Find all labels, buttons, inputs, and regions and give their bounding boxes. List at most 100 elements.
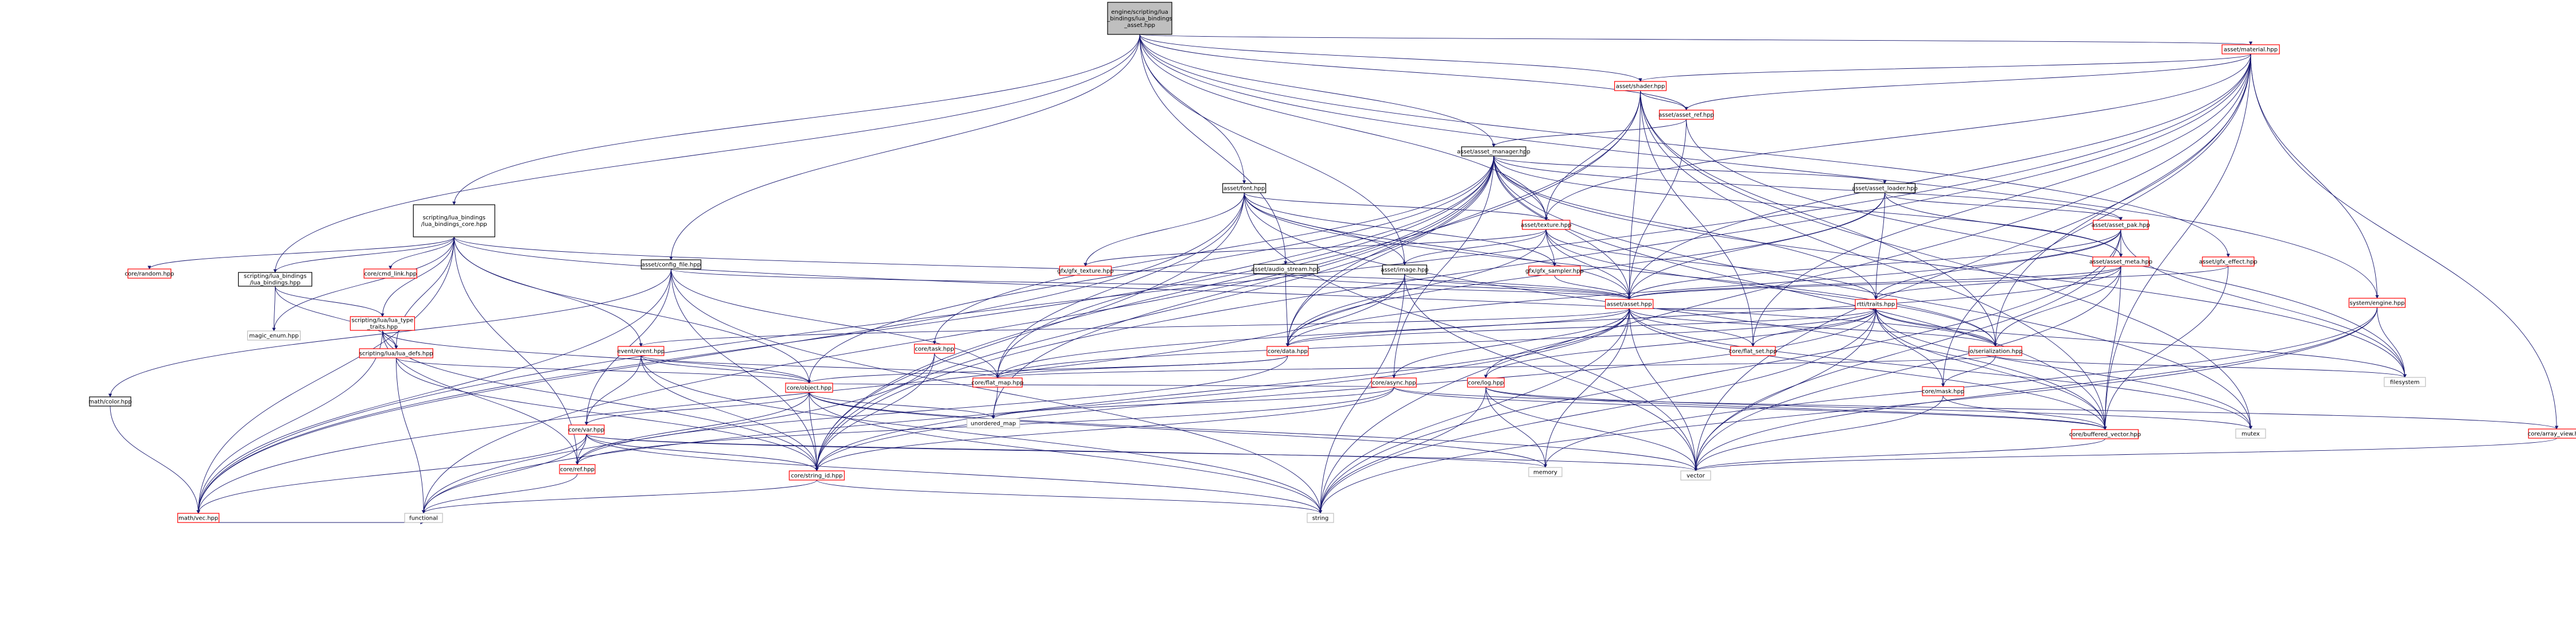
node-mask[interactable]: core/mask.hpp [1922,386,1964,396]
edge-font-to-texture [1244,192,1548,221]
node-color[interactable]: math/color.hpp [88,396,132,407]
edge-var-to-memory [586,434,1547,468]
node-random[interactable]: core/random.hpp [125,268,174,279]
node-label: asset/texture.hpp [1521,222,1571,228]
node-gfx-texture[interactable]: gfx/gfx_texture.hpp [1057,266,1114,276]
node-box [2093,220,2149,230]
edge-color-to-math_vec [110,405,200,514]
edge-traits-to-string [1318,308,1876,514]
node-lua-type-traits[interactable]: scripting/lua/lua_type_traits.hpp [349,316,415,331]
edge-asset_manager-to-buffered_vector [1493,155,2107,430]
edge-lua_core-to-lua_defs [394,236,454,349]
edge-asset_loader-to-asset_pak [1884,192,2123,221]
edge-asset-to-functional [422,308,1630,514]
node-array-view[interactable]: core/array_view.hpp [2528,428,2576,439]
edge-material-to-shader [1638,53,2251,82]
node-label: scripting/lua/lua_type [352,318,414,324]
edge-lua_defs-to-functional [395,357,426,514]
node-shader[interactable]: asset/shader.hpp [1614,81,1667,91]
node-math-vec[interactable]: math/vec.hpp [177,513,220,523]
node-traits[interactable]: rtti/traits.hpp [1855,299,1897,309]
edge-mask-to-buffered_vector [1942,395,2107,430]
node-label: core/flat_set.hpp [1729,348,1777,354]
node-gfx-effect[interactable]: asset/gfx_effect.hpp [2199,256,2258,267]
node-serialization[interactable]: io/serialization.hpp [1968,346,2023,356]
node-asset-ref[interactable]: asset/asset_ref.hpp [1658,110,1714,120]
edge-system_engine-to-filesystem [2376,307,2407,378]
node-asset[interactable]: asset/asset.hpp [1605,299,1654,309]
node-async[interactable]: core/async.hpp [1371,377,1417,388]
edge-root-to-asset_manager [1139,34,1496,147]
edge-lua_core-to-magic_enum [272,236,454,332]
edge-traits-to-serialization [1875,308,1998,347]
node-flat-set[interactable]: core/flat_set.hpp [1729,346,1777,356]
node-image[interactable]: asset/image.hpp [1381,264,1428,275]
node-config-file[interactable]: asset/config_file.hpp [640,259,702,270]
node-system-engine[interactable]: system/engine.hpp [2348,298,2406,308]
edge-object-to-memory [809,392,1547,468]
node-label: core/data.hpp [1268,348,1308,354]
edge-traits-to-string_id [815,308,1876,471]
node-box [1382,264,1427,275]
edge-traits-to-flat_set [1751,308,1876,347]
node-label: core/mask.hpp [1922,388,1964,395]
node-asset-pak[interactable]: asset/asset_pak.hpp [2092,220,2150,230]
node-data[interactable]: core/data.hpp [1266,346,1309,356]
edge-gfx_sampler-to-asset [1554,275,1631,300]
node-var[interactable]: core/var.hpp [568,424,605,435]
edge-asset_manager-to-flat_map [996,155,1494,379]
node-asset-manager[interactable]: asset/asset_manager.hpp [1457,146,1530,157]
edge-lua_core-to-cmd_link [388,236,454,270]
node-box [788,470,845,481]
node-label: functional [409,515,438,521]
node-asset-loader[interactable]: asset/asset_loader.hpp [1852,183,1918,193]
node-label: core/string_id.hpp [791,473,842,479]
node-label: core/ref.hpp [560,466,595,473]
node-font[interactable]: asset/font.hpp [1222,183,1266,193]
node-box [1854,183,1916,193]
node-task[interactable]: core/task.hpp [914,344,955,354]
edge-asset_ref-to-asset_manager [1491,119,1687,147]
edge-traits-to-mask [1875,308,1945,387]
edge-ref-to-functional [422,473,578,514]
edge-serialization-to-flat_map [996,355,1996,379]
node-texture[interactable]: asset/texture.hpp [1521,220,1571,230]
node-label: scripting/lua/lua_defs.hpp [359,350,433,357]
node-event[interactable]: event/event.hpp [617,346,665,356]
node-box [1528,467,1563,477]
edge-lua_type_traits-to-string_id [382,330,819,471]
edge-traits-to-buffered_vector [1875,308,2107,430]
node-vector: vector [1680,470,1711,481]
node-string-id[interactable]: core/string_id.hpp [788,470,845,481]
edge-asset-to-vector [1629,308,1698,471]
edge-object-to-var [584,392,810,426]
node-lua-defs[interactable]: scripting/lua/lua_defs.hpp [359,348,433,358]
node-label: unordered_map [971,420,1016,427]
node-asset-meta[interactable]: asset/asset_meta.hpp [2089,256,2153,267]
node-log[interactable]: core/log.hpp [1467,377,1505,388]
node-cmd-link[interactable]: core/cmd_link.hpp [363,268,417,279]
edge-asset_manager-to-asset_loader [1493,155,1887,184]
node-memory: memory [1528,467,1563,477]
node-material[interactable]: asset/material.hpp [2221,44,2280,54]
edge-lua_bindings-to-lua_type_traits [275,286,384,317]
edge-font-to-flat_map [996,192,1245,379]
node-label: _traits.hpp [367,324,398,330]
node-ref[interactable]: core/ref.hpp [559,464,596,474]
node-lua-bindings[interactable]: scripting/lua_bindings/lua_bindings.hpp [238,272,313,287]
node-lua-core[interactable]: scripting/lua_bindings/lua_bindings_core… [413,204,495,237]
edge-lua_core-to-ref [453,236,580,465]
edge-root-to-image [1139,34,1406,266]
edge-asset_pak-to-traits [1874,229,2122,300]
node-audio-stream[interactable]: asset/audio_stream.hpp [1251,264,1320,274]
edge-lua_defs-to-object [395,357,811,384]
edge-root-to-material [1139,34,2252,45]
node-object[interactable]: core/object.hpp [785,383,833,393]
node-buffered-vector[interactable]: core/buffered_vector.hpp [2069,429,2141,439]
node-box [2202,256,2255,267]
node-flat-map[interactable]: core/flat_map.hpp [972,377,1024,388]
node-box [349,316,415,331]
node-label: vector [1687,473,1705,479]
edge-gfx_effect-to-buffered_vector [2103,266,2229,430]
node-gfx-sampler[interactable]: gfx/gfx_sampler.hpp [1525,266,1584,276]
